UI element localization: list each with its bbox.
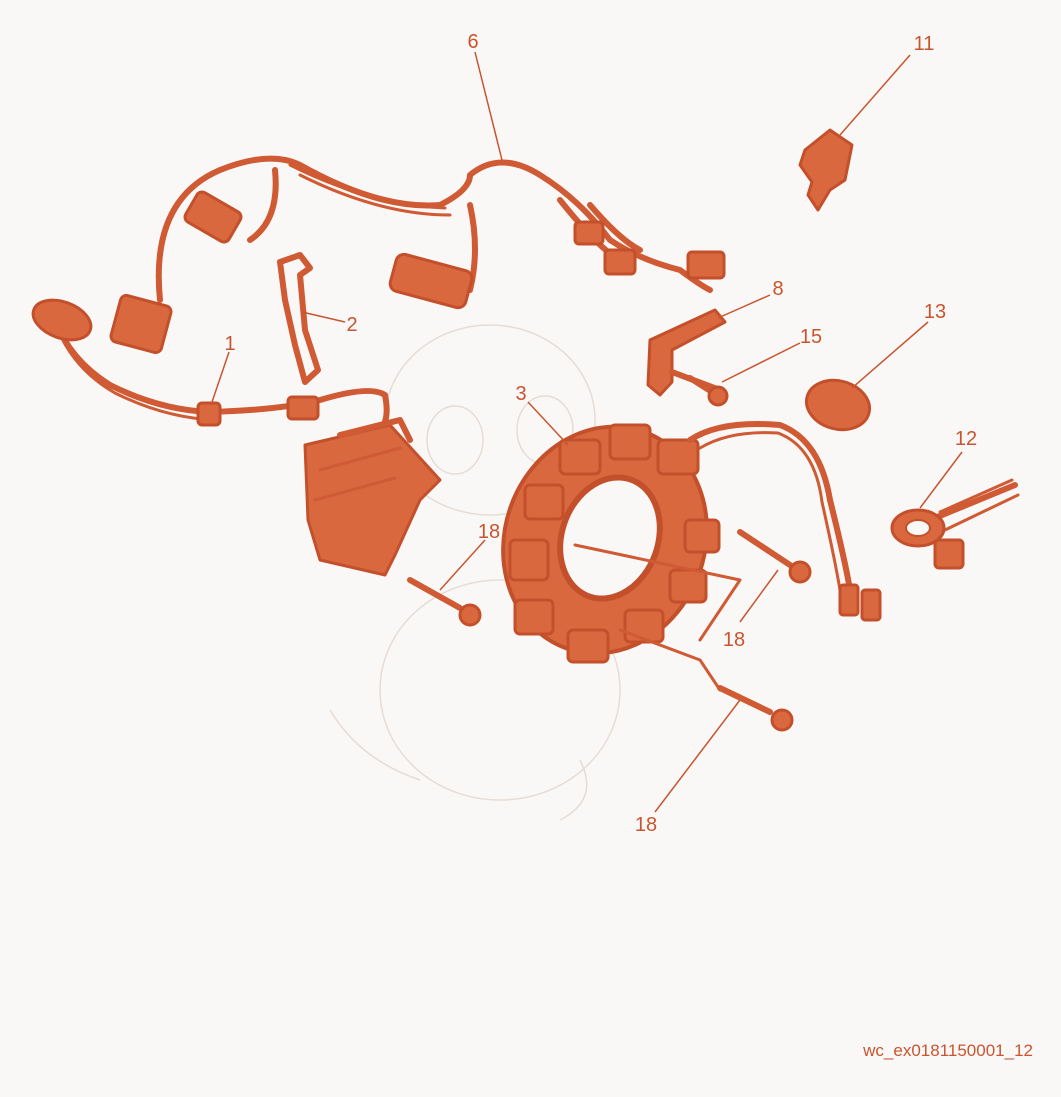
part-1-lead-wire <box>31 298 390 433</box>
callout-18-a: 18 <box>477 521 501 543</box>
callout-6: 6 <box>467 31 479 53</box>
part-6-wiring-harness <box>109 155 726 355</box>
part-12-clamp <box>890 478 1020 570</box>
part-8-plate <box>646 308 727 397</box>
part-18-bolts <box>407 529 812 732</box>
ignition-module <box>303 417 442 577</box>
part-11-connector <box>798 128 854 212</box>
callout-8: 8 <box>772 278 784 300</box>
part-2-bracket <box>277 252 321 385</box>
callout-11: 11 <box>913 33 935 55</box>
diagram-reference-code: wc_ex0181150001_12 <box>863 1041 1033 1060</box>
leader-lines <box>210 51 963 813</box>
callout-2: 2 <box>346 314 358 336</box>
callout-15: 15 <box>799 326 823 348</box>
part-15-screw <box>687 375 729 407</box>
callout-13: 13 <box>923 301 947 323</box>
callout-18-c: 18 <box>634 814 658 836</box>
callout-3: 3 <box>515 383 527 405</box>
callout-1: 1 <box>224 333 236 355</box>
callout-18-b: 18 <box>722 629 746 651</box>
part-13-cap <box>804 378 872 432</box>
callout-12: 12 <box>954 428 978 450</box>
part-3-stator <box>501 421 882 664</box>
watermark-figure <box>329 324 621 821</box>
